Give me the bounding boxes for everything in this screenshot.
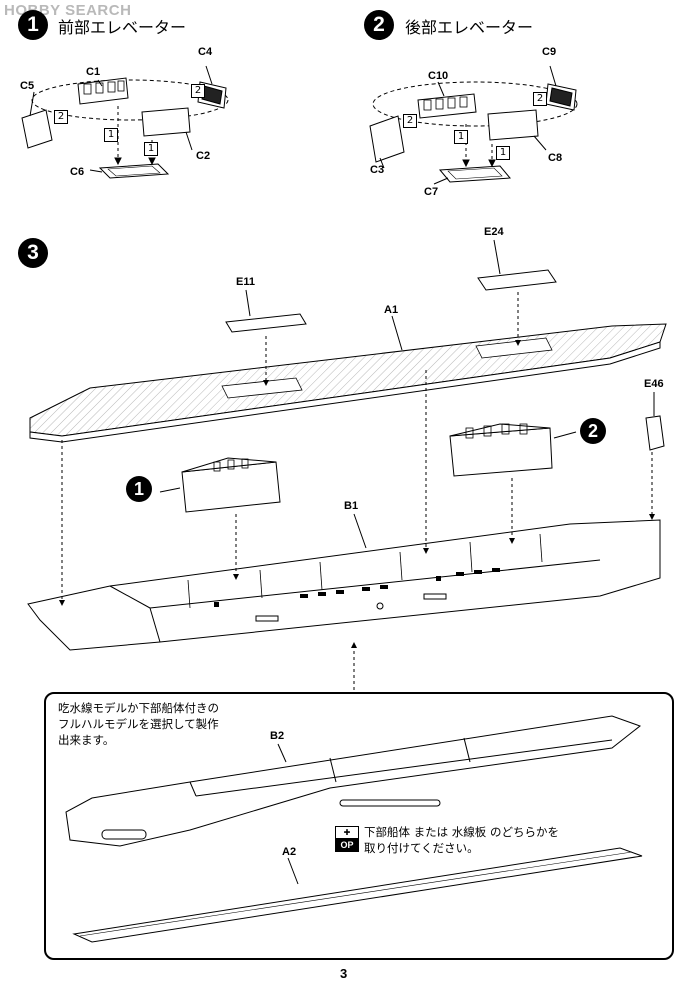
part-label-a2: A2 xyxy=(282,846,297,858)
order-mark-2-rear: 2 xyxy=(403,114,417,128)
waterline-plate-a2 xyxy=(72,847,643,943)
order-mark-1-rear-b: 1 xyxy=(496,146,510,160)
option-note-box xyxy=(44,692,674,960)
part-label-e11: E11 xyxy=(236,276,255,288)
subassembly-ref-1: 1 xyxy=(126,476,152,502)
option-icon: ✚ OP xyxy=(335,826,359,852)
order-mark-2-front: 2 xyxy=(54,110,68,124)
part-label-c3: C3 xyxy=(370,164,385,176)
part-label-c10: C10 xyxy=(428,70,449,82)
op-label: OP xyxy=(336,839,358,851)
part-label-c8: C8 xyxy=(548,152,563,164)
page-number: 3 xyxy=(340,966,348,981)
option-text: 下部船体 または 水線板 のどちらかを 取り付けてください。 xyxy=(364,824,559,856)
option-line-1: 下部船体 または 水線板 のどちらかを xyxy=(364,825,559,839)
part-label-c2: C2 xyxy=(196,150,211,162)
part-label-e24: E24 xyxy=(484,226,504,238)
rear-elevator-assembly xyxy=(369,65,578,185)
elevator-plate-e24 xyxy=(477,269,557,291)
part-label-c1: C1 xyxy=(86,66,101,78)
part-label-e46: E46 xyxy=(644,378,664,390)
part-label-b2: B2 xyxy=(270,730,285,742)
order-mark-1-front-a: 1 xyxy=(104,128,118,142)
step-2-title: 後部エレベーター xyxy=(405,18,534,37)
part-label-c4: C4 xyxy=(198,46,213,58)
step-1-badge: 1 xyxy=(18,10,48,40)
order-mark-1-rear-a: 1 xyxy=(454,130,468,144)
part-label-a1: A1 xyxy=(384,304,399,316)
hull-b1 xyxy=(27,519,661,651)
stern-part-e46 xyxy=(645,415,665,451)
elevator-well-1 xyxy=(181,457,281,513)
order-mark-2-front-right: 2 xyxy=(191,84,205,98)
step-1-title: 前部エレベーター xyxy=(58,18,187,37)
note-text: 吃水線モデルか下部船体付きの フルハルモデルを選択して製作 出来ます。 xyxy=(58,700,219,748)
elevator-plate-e11 xyxy=(225,313,307,333)
order-mark-1-front-b: 1 xyxy=(144,142,158,156)
part-label-c6: C6 xyxy=(70,166,85,178)
step-2-badge: 2 xyxy=(364,10,394,40)
front-elevator-assembly xyxy=(21,65,229,179)
option-line-2: 取り付けてください。 xyxy=(364,841,479,855)
order-mark-2-rear-right: 2 xyxy=(533,92,547,106)
subassembly-ref-2: 2 xyxy=(580,418,606,444)
flight-deck-a1 xyxy=(29,323,667,443)
part-label-c5: C5 xyxy=(20,80,35,92)
note-line-1: 吃水線モデルか下部船体付きの xyxy=(58,701,219,715)
lower-hull-b2 xyxy=(65,715,642,847)
part-label-c7: C7 xyxy=(424,186,439,198)
note-line-2: フルハルモデルを選択して製作 xyxy=(58,717,219,731)
part-label-c9: C9 xyxy=(542,46,557,58)
part-label-b1: B1 xyxy=(344,500,359,512)
note-line-3: 出来ます。 xyxy=(58,733,115,747)
step-3-badge: 3 xyxy=(18,238,48,268)
elevator-well-2 xyxy=(449,423,553,477)
